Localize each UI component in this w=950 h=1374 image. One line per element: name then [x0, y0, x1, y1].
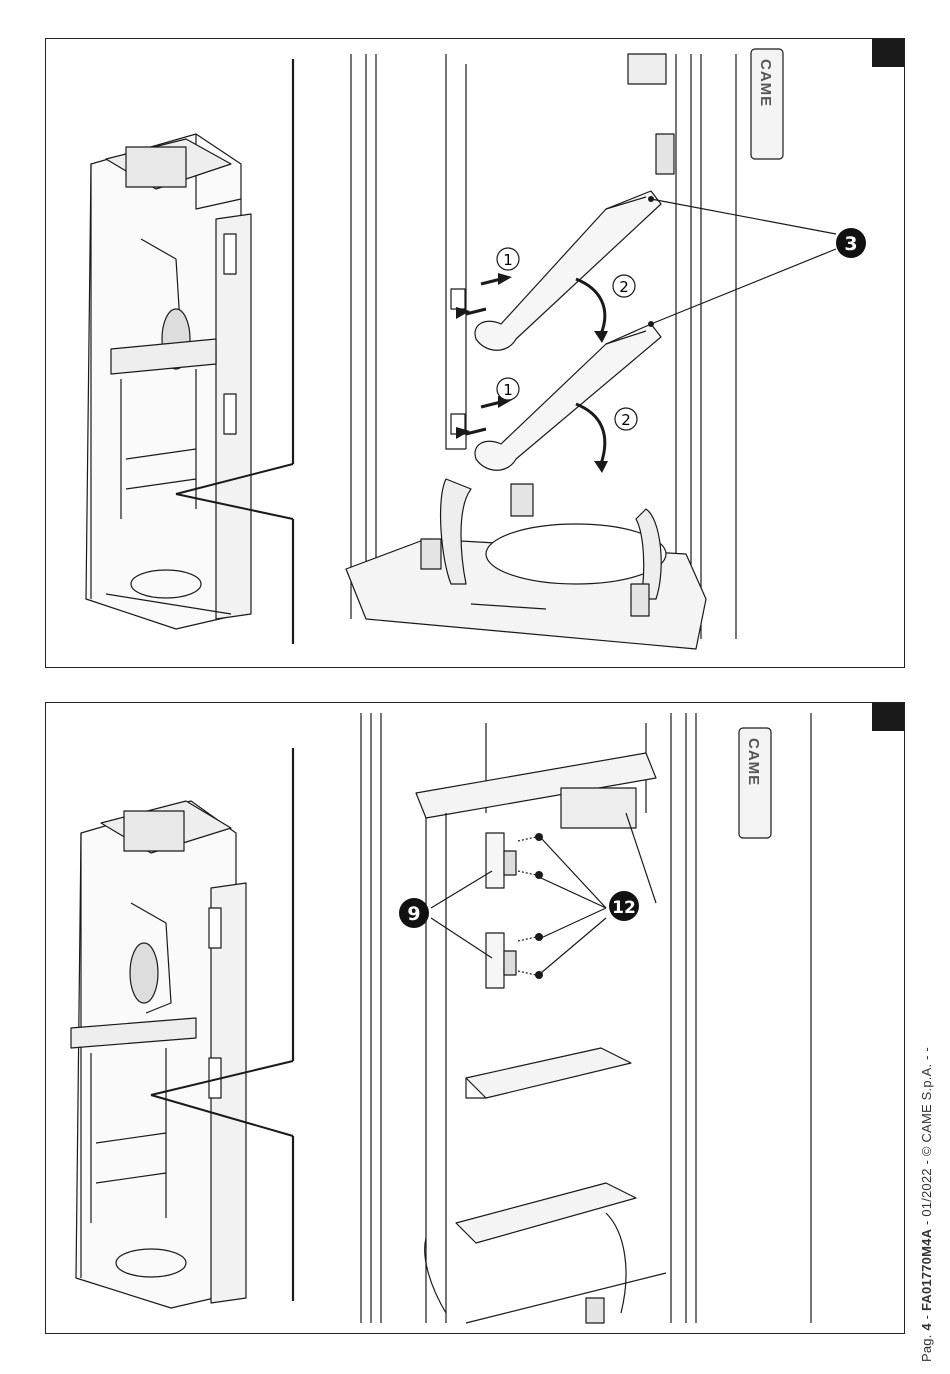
separator: -: [919, 1220, 934, 1225]
footer-tail: - -: [919, 1047, 934, 1060]
step-two-upper: 2: [613, 275, 635, 297]
callout-screws-label: 12: [612, 898, 636, 918]
callout-part-3: 3: [836, 228, 866, 258]
figure-panel-brackets: 9 12 CAME: [45, 702, 905, 1334]
brand-mark: CAME: [745, 738, 762, 786]
page-number: 4: [919, 1323, 934, 1330]
figure-brackets-illustration: 9 12 CAME: [46, 703, 906, 1335]
callout-screws-12: 12: [609, 891, 639, 921]
callout-bracket-9: 9: [399, 898, 429, 928]
doc-date: 01/2022: [919, 1168, 934, 1216]
page-prefix: Pag.: [919, 1334, 934, 1362]
step-two-label: 2: [621, 411, 631, 429]
screws-2: [535, 833, 543, 979]
detail-column-1: [346, 49, 836, 649]
callout-part-label: 3: [844, 233, 857, 255]
separator: -: [919, 1160, 934, 1165]
step-two-lower: 2: [615, 408, 637, 430]
copyright: © CAME S.p.A.: [919, 1064, 934, 1156]
overview-column-1: [86, 134, 251, 629]
step-one-label: 1: [503, 381, 513, 399]
detail-column-2: [361, 713, 811, 1323]
step-two-label: 2: [619, 278, 629, 296]
step-one-upper: 1: [497, 248, 519, 270]
figure-handles-illustration: 1 1 2 2 3 CAME: [46, 39, 906, 669]
doc-code: FA01770M4A: [919, 1229, 934, 1311]
page-footer: Pag. 4 - FA01770M4A - 01/2022 - © CAME S…: [919, 1047, 934, 1362]
figure-panel-handles: 1 1 2 2 3 CAME: [45, 38, 905, 668]
separator: -: [919, 1315, 934, 1320]
callout-bracket-label: 9: [407, 903, 420, 925]
step-one-lower: 1: [497, 378, 519, 400]
brand-mark: CAME: [757, 59, 774, 107]
overview-column-2: [71, 801, 246, 1308]
step-one-label: 1: [503, 251, 513, 269]
